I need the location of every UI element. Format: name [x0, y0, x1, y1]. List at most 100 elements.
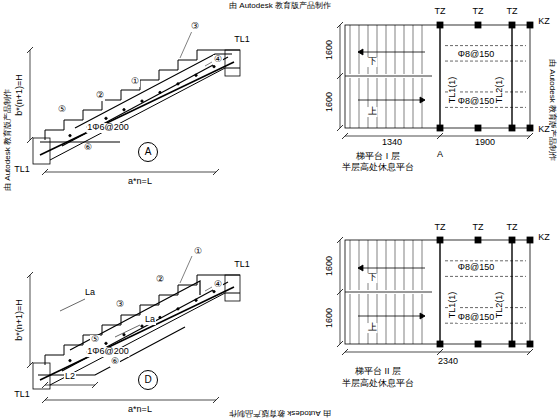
- distribution-bar: [69, 359, 71, 361]
- column-tag: TZ: [434, 7, 447, 17]
- dimension-tick: [337, 237, 343, 243]
- plan-title: 半层高处休息平台: [341, 163, 415, 173]
- column-tag: TZ: [434, 223, 447, 233]
- callout-number: ③: [190, 22, 200, 32]
- arrowhead: [358, 49, 363, 55]
- dimension-tick: [337, 341, 343, 347]
- flight-divider: [345, 76, 432, 77]
- beam-tag: TL2(1): [495, 291, 505, 320]
- dimension-text: L2: [64, 372, 76, 382]
- landing-beam-tl1: [439, 240, 440, 344]
- beam-tag: TL1: [13, 390, 31, 400]
- stair-tread: [386, 78, 387, 128]
- column-tag: TZ: [472, 7, 485, 17]
- detail-mark-circle: A: [138, 142, 158, 162]
- stair-tread: [359, 25, 360, 74]
- dimension-tick: [27, 362, 33, 368]
- rebar-spec: 1Φ6@200: [86, 123, 129, 133]
- stair-tread: [350, 78, 351, 128]
- beam-tag: TL2(1): [495, 76, 505, 105]
- stair-tread: [395, 25, 396, 74]
- stair-tread: [422, 240, 423, 290]
- dimension-text: 1600: [325, 255, 335, 277]
- leader-line: [205, 287, 212, 291]
- plan-title: 半层高处休息平台: [341, 379, 415, 389]
- dimension-tick: [527, 349, 533, 355]
- column: [475, 22, 481, 28]
- column: [437, 237, 443, 243]
- stair-tread: [368, 78, 369, 128]
- stair-tread: [413, 294, 414, 344]
- beam-tag: TL1: [233, 35, 251, 45]
- watermark: 由 Autodesk 教育版产品制作: [228, 409, 332, 418]
- column: [475, 125, 481, 131]
- detail-mark-circle: D: [138, 370, 158, 390]
- dimension-tick: [437, 133, 443, 139]
- column: [475, 237, 481, 243]
- callout-number: ①: [130, 77, 140, 87]
- column-tag: TZ: [506, 223, 519, 233]
- plan-title: 梯平台 II 层: [354, 367, 402, 377]
- dimension-line: [345, 136, 530, 137]
- distribution-bar: [105, 342, 107, 344]
- stair-tread: [404, 25, 405, 74]
- bottom-rebar: [40, 287, 234, 380]
- dimension-text: a*n=L: [127, 177, 153, 187]
- dimension-tick: [337, 73, 343, 79]
- dimension-text: 1600: [325, 91, 335, 113]
- dimension-tick: [337, 289, 343, 295]
- dimension-line: [345, 352, 530, 353]
- dimension-line: [45, 400, 216, 401]
- dimension-text: b*(n+1)=H: [15, 73, 25, 117]
- watermark: 由 Autodesk 教育版产品制作: [4, 88, 13, 192]
- dimension-tick: [42, 169, 48, 175]
- plan-outline: [345, 240, 530, 344]
- distribution-bar: [159, 91, 161, 93]
- dimension-text: La: [84, 288, 96, 298]
- dimension-tick: [527, 133, 533, 139]
- dimension-line: [45, 172, 216, 173]
- column-tag: TZ: [472, 223, 485, 233]
- dimension-text: 1600: [325, 307, 335, 329]
- column: [509, 22, 515, 28]
- rebar-spec: Φ8@150: [457, 263, 495, 273]
- arrowhead: [358, 265, 363, 271]
- column: [475, 341, 481, 347]
- distribution-bar: [105, 117, 107, 119]
- distribution-bar: [195, 299, 197, 301]
- dimension-line: [60, 299, 85, 311]
- plan-outline: [345, 25, 530, 128]
- distribution-bar: [123, 334, 125, 336]
- dimension-line: [45, 385, 95, 386]
- walk-arrow: [358, 268, 425, 269]
- flight-divider: [345, 292, 432, 293]
- landing-beam-tl1: [439, 25, 440, 128]
- column: [527, 22, 533, 28]
- stair-tread: [386, 294, 387, 344]
- stair-steps: [45, 50, 240, 140]
- stair-tread: [395, 240, 396, 290]
- column: [437, 22, 443, 28]
- stair-tread: [377, 78, 378, 128]
- dimension-tick: [437, 349, 443, 355]
- bent-rebar: [70, 281, 200, 350]
- column: [509, 341, 515, 347]
- dimension-text: 1340: [381, 138, 403, 148]
- walk-direction: 上: [367, 107, 378, 117]
- dimension-line: [30, 50, 31, 140]
- column: [527, 341, 533, 347]
- distribution-bar: [195, 74, 197, 76]
- leader-line: [180, 256, 192, 283]
- stair-tread: [413, 25, 414, 74]
- stair-tread: [413, 78, 414, 128]
- slab-rebar: [445, 276, 526, 277]
- callout-number: ⑤: [90, 335, 100, 345]
- dimension-tick: [27, 47, 33, 53]
- linework: [27, 22, 533, 403]
- callout-number: ⑥: [110, 357, 120, 367]
- leader-line: [180, 31, 192, 58]
- walk-arrow: [358, 52, 425, 53]
- detail-letter: D: [144, 374, 151, 385]
